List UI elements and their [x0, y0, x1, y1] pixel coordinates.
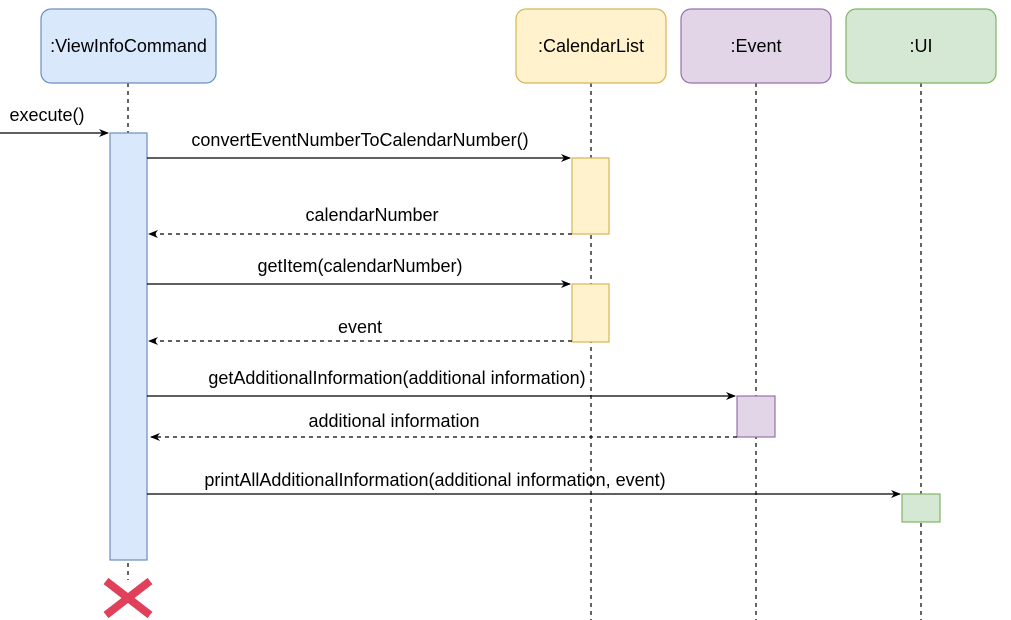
- participant-label: :UI: [909, 36, 932, 56]
- activation-viewinfocommand: [109, 132, 148, 561]
- participant-label: :Event: [730, 36, 781, 56]
- message-label: execute(): [9, 105, 84, 125]
- participant-event: :Event: [680, 8, 832, 84]
- message-label: getItem(calendarNumber): [257, 256, 462, 276]
- message-label: calendarNumber: [305, 205, 438, 225]
- participant-viewinfocommand: :ViewInfoCommand: [40, 8, 217, 84]
- activation-calendarlist-1: [571, 157, 610, 235]
- destroy-x-icon: [103, 577, 153, 619]
- return-calendar-number: calendarNumber: [148, 205, 572, 238]
- message-label: convertEventNumberToCalendarNumber(): [191, 130, 528, 150]
- message-get-item: getItem(calendarNumber): [147, 256, 571, 288]
- participant-label: :ViewInfoCommand: [50, 36, 207, 56]
- activation-ui: [901, 493, 941, 523]
- activation-calendarlist-2: [571, 283, 610, 343]
- message-label: printAllAdditionalInformation(additional…: [204, 470, 665, 490]
- message-execute: execute(): [0, 105, 109, 137]
- participant-label: :CalendarList: [538, 36, 644, 56]
- activation-event: [736, 395, 776, 438]
- message-convert-event-number: convertEventNumberToCalendarNumber(): [147, 130, 571, 162]
- message-get-additional-information: getAdditionalInformation(additional info…: [147, 368, 736, 400]
- message-label: additional information: [308, 411, 479, 431]
- return-additional-information: additional information: [150, 411, 737, 441]
- participant-calendarlist: :CalendarList: [515, 8, 667, 84]
- message-print-all-additional-information: printAllAdditionalInformation(additional…: [147, 470, 901, 498]
- participant-ui: :UI: [845, 8, 997, 84]
- message-label: getAdditionalInformation(additional info…: [208, 368, 585, 388]
- message-label: event: [338, 317, 382, 337]
- return-event: event: [148, 317, 572, 345]
